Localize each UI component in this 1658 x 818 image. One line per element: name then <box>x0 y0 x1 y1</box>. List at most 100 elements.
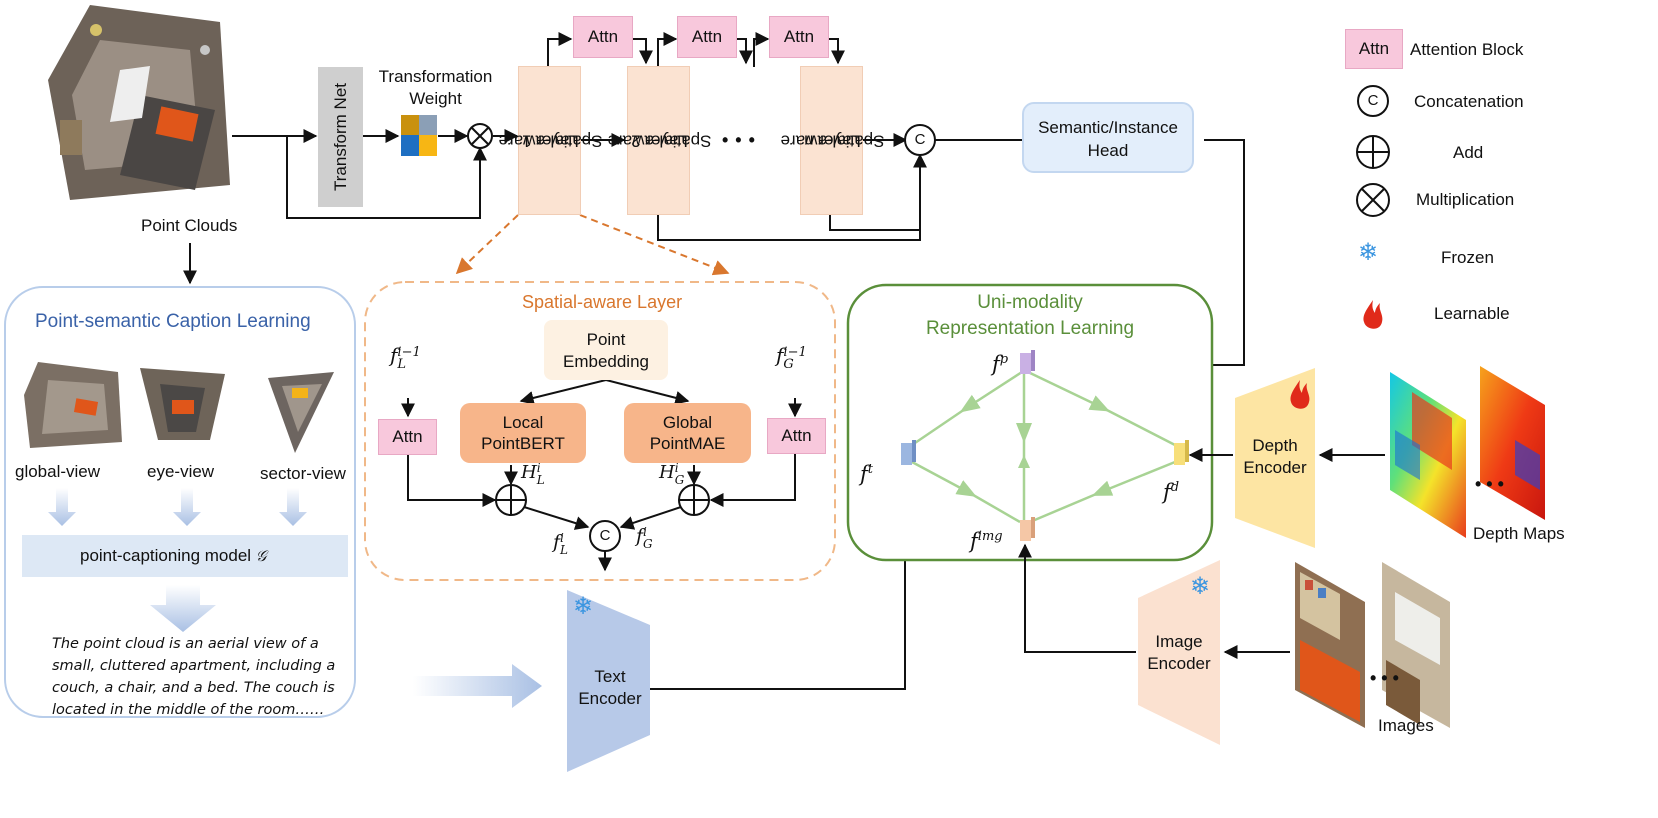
uni-title-line1: Uni-modality <box>977 292 1083 313</box>
attn-block-3: Attn <box>769 16 829 58</box>
depth-encoder-line2: Encoder <box>1243 458 1307 477</box>
uni-mid-arrow-up <box>1018 455 1030 468</box>
ft-label: ft <box>860 462 874 486</box>
image-encoder-shape <box>1138 560 1220 745</box>
point-embedding-line2: Embedding <box>562 352 649 371</box>
layers-ellipsis: • • • <box>722 130 756 150</box>
caption-line-2: small, cluttered apartment, including a <box>52 658 336 674</box>
sector-view-label: sector-view <box>260 464 346 483</box>
legend-add-label: Add <box>1453 143 1484 162</box>
transform-net-box: Transform Net <box>318 67 363 207</box>
add-node-global <box>678 484 710 516</box>
learnable-flame-icon-depth <box>1290 380 1310 409</box>
layern-line2: Layer n <box>803 131 860 150</box>
image-encoder-snowflake-icon: ❄ <box>1190 573 1211 600</box>
point-clouds-label: Point Clouds <box>141 216 238 235</box>
edge-addL-to-concat <box>523 506 590 530</box>
edge-dashed-left <box>455 214 519 275</box>
head-line2: Head <box>1087 141 1129 160</box>
edge-attn3-to-layern <box>829 38 845 65</box>
edge-addG-to-concat <box>619 506 682 530</box>
fd-label: fd <box>1163 480 1180 504</box>
legend-attention-label: Attention Block <box>1410 40 1524 59</box>
text-encoder-shape <box>567 590 650 772</box>
point-cloud-image <box>48 5 230 200</box>
ft-cube <box>901 440 916 465</box>
spatial-concat-c: C <box>599 527 611 544</box>
captioning-model-bar <box>22 535 348 577</box>
edge-layer2-to-attn2 <box>657 32 678 67</box>
transformation-weight-grid <box>401 115 437 156</box>
edge-attn-to-addL <box>407 452 497 507</box>
legend-learnable-label: Learnable <box>1434 304 1510 323</box>
legend-add-symbol <box>1356 135 1390 169</box>
fimg-label: fimg <box>970 529 1003 553</box>
spatial-attn-left: Attn <box>378 419 437 455</box>
depth-encoder-line1: Depth <box>1252 436 1298 455</box>
edge-attn-to-addG <box>709 452 796 507</box>
captioning-model-symbol: 𝒢 <box>255 547 267 565</box>
depth-map-1 <box>1390 372 1466 538</box>
caption-line-1: The point cloud is an aerial view of a <box>52 636 319 652</box>
transformation-weight-label-2: Weight <box>409 89 462 108</box>
depth-ellipsis: • • • <box>1475 474 1504 494</box>
edge-to-attn3 <box>753 32 770 67</box>
multiply-node <box>467 123 493 149</box>
transform-net-label: Transform Net <box>330 82 350 192</box>
edge-embed-to-local <box>519 379 607 405</box>
image-encoder-line1: Image <box>1155 632 1203 651</box>
legend-c-symbol: C <box>1367 92 1379 109</box>
transformation-weight-label-1: Transformation <box>378 67 493 86</box>
head-line1: Semantic/Instance <box>1038 118 1178 137</box>
caption-line-3: couch, a chair, and a bed. The couch is <box>52 680 335 696</box>
eye-view-image <box>140 368 225 440</box>
add-node-local <box>495 484 527 516</box>
arrow-model-down <box>150 585 216 632</box>
concat-c-label: C <box>914 131 926 148</box>
global-line2: PointMAE <box>649 434 726 453</box>
uni-title-line2: Representation Learning <box>925 318 1135 339</box>
edge-skip-to-multiply <box>286 136 487 219</box>
image-encoder-line2: Encoder <box>1147 654 1211 673</box>
spatial-layer-title: Spatial-aware Layer <box>522 292 683 312</box>
images-label: Images <box>1378 716 1434 735</box>
legend-frozen-label: Frozen <box>1441 248 1494 267</box>
global-pointmae-block: Global PointMAE <box>624 403 751 463</box>
edge-layer2-to-concat <box>657 153 927 241</box>
uni-modality-edges <box>911 370 1176 524</box>
edge-layer1-to-attn1 <box>547 32 573 67</box>
layer1-line2: Layer 1 <box>521 131 578 150</box>
fp-label: fp <box>992 352 1009 376</box>
depth-maps-label: Depth Maps <box>1473 524 1565 543</box>
legend-attn-box: Attn <box>1345 29 1403 69</box>
global-line1: Global <box>662 413 713 432</box>
edge-embed-to-global <box>605 379 690 405</box>
uni-modality-panel-frame <box>846 283 1214 562</box>
arrow-global-down <box>48 488 76 526</box>
legend-multiplication-label: Multiplication <box>1416 190 1515 209</box>
images-ellipsis: • • • <box>1370 668 1399 688</box>
text-encoder-line1: Text <box>594 667 626 686</box>
arrow-sector-down <box>279 488 307 526</box>
global-view-label: global-view <box>15 462 101 481</box>
fimg-cube <box>1020 517 1035 541</box>
eye-view-label: eye-view <box>147 462 215 481</box>
edge-attn1-to-layer2 <box>632 38 653 65</box>
text-encoder-snowflake-icon: ❄ <box>573 593 594 620</box>
attn-block-1: Attn <box>573 16 633 58</box>
arrow-caption-to-text-encoder <box>413 664 542 708</box>
edge-image-encoder-to-fimg <box>1018 543 1136 653</box>
legend-snowflake-icon: ❄ <box>1358 239 1379 266</box>
room-image-1 <box>1295 562 1365 728</box>
legend-multiply-symbol <box>1356 183 1390 217</box>
point-embedding-line1: Point <box>586 330 626 349</box>
sector-view-image <box>268 372 334 453</box>
